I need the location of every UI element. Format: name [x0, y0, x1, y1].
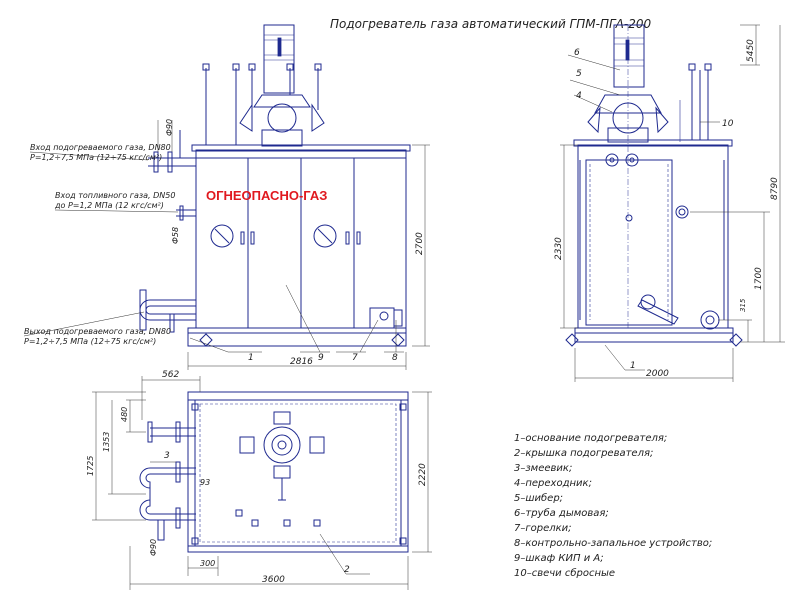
- ignition-device: [369, 307, 395, 329]
- dim-300: 300: [200, 559, 215, 568]
- callout-2: 2: [344, 565, 350, 575]
- legend-item-8: 8–контрольно-запальное устройство;: [514, 538, 712, 549]
- legend-item-3: 3–змеевик;: [514, 463, 572, 474]
- door-handle: [240, 231, 245, 245]
- burner-head: [267, 103, 297, 133]
- dim-phi90-bottom: Ф90: [149, 539, 158, 556]
- dim-315: 315: [739, 298, 747, 312]
- plan-view: 562 480 1353 1725 93 Ф90 300 3600 2220 2…: [86, 370, 432, 590]
- dim-93: 93: [200, 478, 210, 487]
- dim-562: 562: [162, 370, 179, 380]
- plan-burner: [263, 426, 301, 464]
- dim-2330: 2330: [554, 237, 564, 260]
- plan-outline: [187, 391, 409, 553]
- callout-1-side: 1: [630, 361, 636, 371]
- dim-480: 480: [120, 407, 129, 422]
- dim-2700: 2700: [415, 232, 425, 255]
- dim-1725: 1725: [86, 456, 95, 476]
- note-outlet-1: Выход подогреваемого газа, DN80: [24, 327, 171, 336]
- vent-left: [210, 224, 234, 248]
- door-handle: [345, 231, 350, 245]
- dim-8790: 8790: [770, 177, 780, 200]
- inlet-flange: [153, 151, 159, 173]
- note-inlet-heated-2: P=1,2÷7,5 МПа (12÷75 кгс/см²): [30, 153, 162, 162]
- legend-item-5: 5–шибер;: [514, 492, 563, 504]
- note-inlet-fuel-2: до P=1,2 МПа (12 кгс/см²): [54, 201, 164, 210]
- callout-9: 9: [318, 353, 324, 363]
- side-door: [585, 159, 673, 326]
- legend-item-9: 9–шкаф КИП и А;: [514, 553, 604, 564]
- fuel-flange: [179, 205, 184, 221]
- callout-3: 3: [164, 451, 170, 461]
- note-inlet-fuel-1: Вход топливного газа, DN50: [55, 191, 175, 200]
- door-handle: [250, 231, 255, 245]
- callout-6: 6: [574, 48, 580, 58]
- note-outlet-2: P=1,2÷7,5 МПа (12÷75 кгс/см²): [24, 337, 156, 346]
- front-view: 2700 2816 Ф90 Ф58 1 9 7 8: [139, 24, 430, 370]
- side-body: [577, 144, 729, 329]
- legend-item-4: 4–переходник;: [514, 478, 592, 489]
- chimney-front: [263, 24, 295, 94]
- legend-item-10: 10–свечи сбросные: [514, 567, 615, 579]
- dim-5450: 5450: [746, 39, 756, 62]
- outlet-flange: [139, 289, 147, 331]
- dim-3600: 3600: [262, 575, 285, 585]
- callout-7: 7: [352, 353, 358, 363]
- callout-4: 4: [576, 91, 582, 101]
- dim-2000: 2000: [646, 369, 669, 379]
- door-handle: [356, 231, 361, 245]
- note-inlet-heated-1: Вход подогреваемого газа, DN80: [30, 143, 171, 152]
- base-marker-right: [391, 333, 405, 347]
- side-outlet-flange: [700, 310, 720, 330]
- callout-1: 1: [248, 353, 254, 363]
- dim-2816: 2816: [290, 357, 313, 367]
- legend-item-6: 6–труба дымовая;: [514, 507, 609, 519]
- callout-10: 10: [722, 119, 734, 129]
- dim-phi90-top: Ф90: [165, 119, 174, 136]
- side-base: [574, 327, 734, 343]
- base-marker-left: [199, 333, 213, 347]
- warning-label: ОГНЕОПАСНО-ГАЗ: [206, 188, 327, 203]
- legend: 1–основание подогревателя; 2–крышка подо…: [514, 433, 712, 579]
- dim-phi58: Ф58: [171, 227, 180, 244]
- dim-1700: 1700: [754, 267, 764, 290]
- legend-item-1: 1–основание подогревателя;: [514, 433, 667, 444]
- dim-2220: 2220: [418, 463, 428, 486]
- callout-5: 5: [576, 69, 582, 79]
- front-base: [187, 327, 407, 347]
- drawing-title: Подогреватель газа автоматический ГПМ-ПГ…: [330, 17, 651, 31]
- vent-right: [313, 224, 337, 248]
- side-view: 5450 8790 1700 315 2330 2000 6 5 4 10 1: [554, 24, 785, 382]
- dim-1353: 1353: [102, 432, 111, 452]
- legend-item-7: 7–горелки;: [514, 523, 572, 534]
- chimney-side: [613, 24, 645, 88]
- legend-item-2: 2–крышка подогревателя;: [514, 448, 653, 459]
- callout-8: 8: [392, 353, 398, 363]
- side-port: [675, 205, 689, 219]
